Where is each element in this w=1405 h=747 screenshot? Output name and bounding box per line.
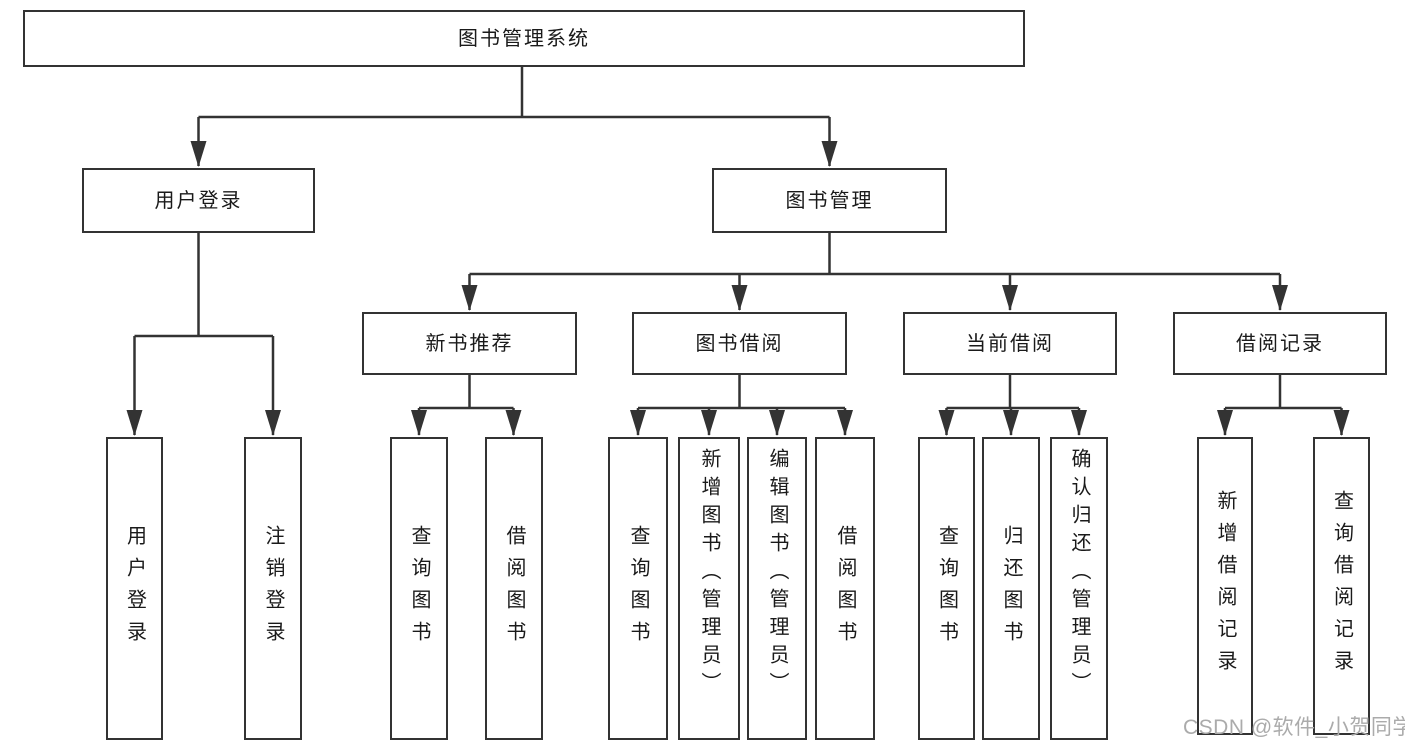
leaf-confirm-return-admin: 确认归还（管理员） <box>1050 437 1108 740</box>
leaf-borrow-books-recommend: 借阅图书 <box>485 437 543 740</box>
root-node: 图书管理系统 <box>23 10 1025 67</box>
connector-root-to-level2 <box>190 67 838 167</box>
node-current-borrowing: 当前借阅 <box>903 312 1117 375</box>
node-user-login: 用户登录 <box>82 168 315 233</box>
connector-current-borrowing <box>938 375 1087 436</box>
node-borrowing-records: 借阅记录 <box>1173 312 1387 375</box>
connector-user-login-to-children <box>126 233 281 436</box>
connector-book-management-to-sections <box>461 233 1288 311</box>
csdn-watermark: CSDN @软件_小贺同学 <box>1183 716 1405 739</box>
connector-book-borrowing <box>630 375 853 436</box>
leaf-user-login: 用户登录 <box>106 437 163 740</box>
leaf-query-books-borrowing: 查询图书 <box>608 437 668 740</box>
connector-new-book-recommendation <box>411 375 522 436</box>
leaf-return-books: 归还图书 <box>982 437 1040 740</box>
node-book-borrowing: 图书借阅 <box>632 312 847 375</box>
connector-borrowing-records <box>1217 375 1350 436</box>
leaf-query-borrow-record: 查询借阅记录 <box>1313 437 1370 735</box>
leaf-edit-book-admin: 编辑图书（管理员） <box>747 437 807 740</box>
node-book-management: 图书管理 <box>712 168 947 233</box>
leaf-add-book-admin: 新增图书（管理员） <box>678 437 740 740</box>
leaf-query-books-current: 查询图书 <box>918 437 975 740</box>
leaf-logout: 注销登录 <box>244 437 302 740</box>
node-new-book-recommendation: 新书推荐 <box>362 312 577 375</box>
leaf-add-borrow-record: 新增借阅记录 <box>1197 437 1253 735</box>
leaf-borrow-books-borrowing: 借阅图书 <box>815 437 875 740</box>
leaf-query-books-recommend: 查询图书 <box>390 437 448 740</box>
